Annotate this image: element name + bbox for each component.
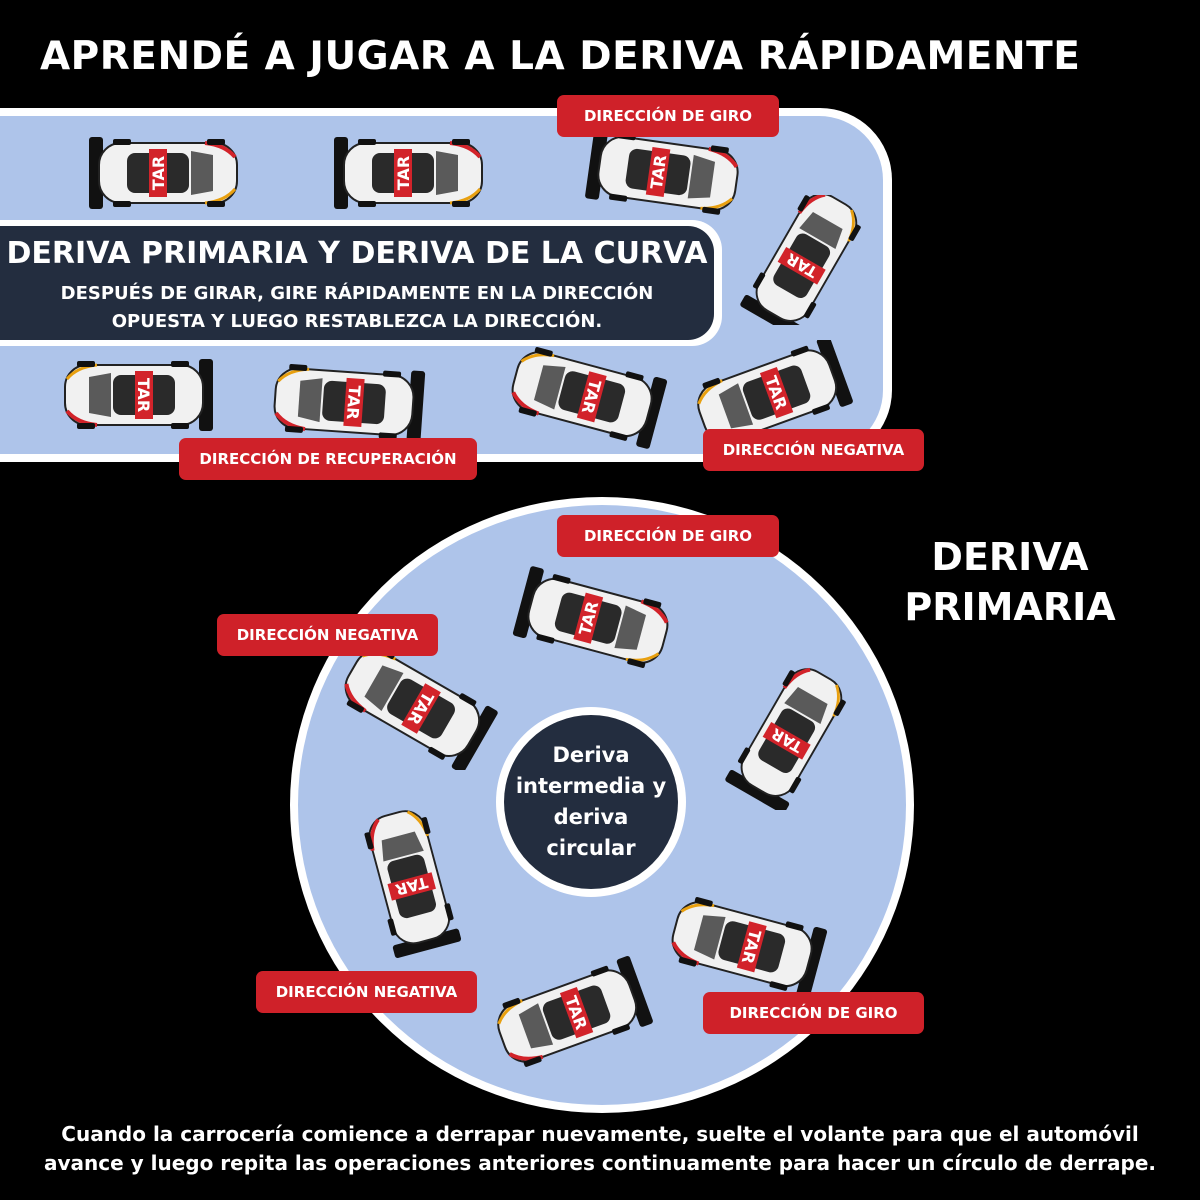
turn-direction-label: DIRECCIÓN DE GIRO (703, 992, 924, 1034)
car-icon (63, 357, 215, 433)
footer-line: Cuando la carrocería comience a derrapar… (61, 1122, 1139, 1146)
primary-drift-description: DESPUÉS DE GIRAR, GIRE RÁPIDAMENTE EN LA… (0, 280, 714, 336)
car-icon (87, 135, 239, 211)
car-icon (722, 660, 856, 810)
primary-drift-side-label: DERIVA PRIMARIA (904, 535, 1116, 629)
car-icon (332, 135, 484, 211)
car-icon (664, 895, 830, 995)
center-hub: Deriva intermedia y deriva circular (504, 715, 678, 889)
page-title: APRENDÉ A JUGAR A LA DERIVA RÁPIDAMENTE (40, 34, 1081, 79)
footer-line: avance y luego repita las operaciones an… (43, 1151, 1157, 1175)
negative-direction-label: DIRECCIÓN NEGATIVA (217, 614, 438, 656)
car-icon (510, 565, 676, 675)
car-icon (737, 195, 871, 325)
car-icon (270, 359, 428, 446)
footer-instructions: Cuando la carrocería comience a derrapar… (0, 1120, 1200, 1178)
turn-direction-label: DIRECCIÓN DE GIRO (557, 95, 779, 137)
turn-direction-label: DIRECCIÓN DE GIRO (557, 515, 779, 557)
primary-drift-panel: DERIVA PRIMARIA Y DERIVA DE LA CURVA DES… (0, 226, 714, 340)
center-hub-text: Deriva intermedia y deriva circular (515, 743, 667, 860)
negative-direction-label: DIRECCIÓN NEGATIVA (256, 971, 477, 1013)
primary-drift-description-line: OPUESTA Y LUEGO RESTABLEZCA LA DIRECCIÓN… (111, 311, 603, 332)
car-icon (504, 340, 670, 450)
car-icon (488, 955, 655, 1075)
car-icon (357, 803, 464, 960)
negative-direction-label: DIRECCIÓN NEGATIVA (703, 429, 924, 471)
primary-drift-description-line: DESPUÉS DE GIRAR, GIRE RÁPIDAMENTE EN LA… (60, 283, 654, 304)
primary-drift-heading: DERIVA PRIMARIA Y DERIVA DE LA CURVA (6, 236, 708, 271)
car-icon (332, 640, 500, 770)
recovery-direction-label: DIRECCIÓN DE RECUPERACIÓN (179, 438, 477, 480)
